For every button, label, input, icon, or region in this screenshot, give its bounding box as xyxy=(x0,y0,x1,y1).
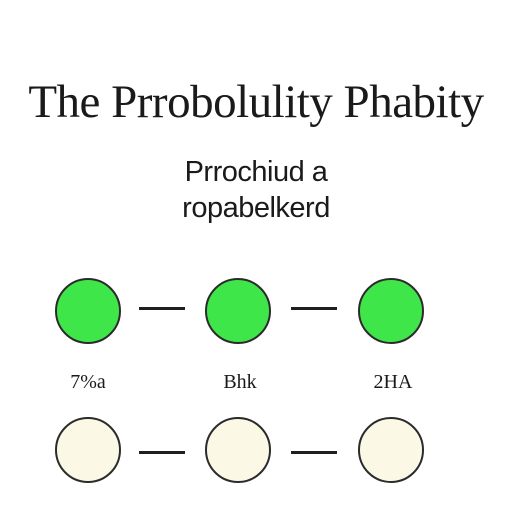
diagram-title: The Prrobolulity Phabity xyxy=(28,76,484,128)
row-2-node-2 xyxy=(205,417,271,483)
row-1-connector-1 xyxy=(139,307,185,310)
row-1-node-1 xyxy=(55,278,121,344)
row-1-connector-2 xyxy=(291,307,337,310)
row-2-connector-2 xyxy=(291,451,337,454)
row-1-node-3 xyxy=(358,278,424,344)
diagram-subtitle-line-1: Prrochiud a xyxy=(184,156,328,188)
row-1-node-3-label: 2HA xyxy=(373,371,413,393)
row-2-connector-1 xyxy=(139,451,185,454)
row-1-node-2 xyxy=(205,278,271,344)
row-2-node-3 xyxy=(358,417,424,483)
row-2-node-1 xyxy=(55,417,121,483)
row-1-node-2-label: Bhk xyxy=(223,371,257,393)
diagram-subtitle-line-2: ropabelkerd xyxy=(182,192,330,224)
row-1-node-1-label: 7%a xyxy=(70,371,106,393)
